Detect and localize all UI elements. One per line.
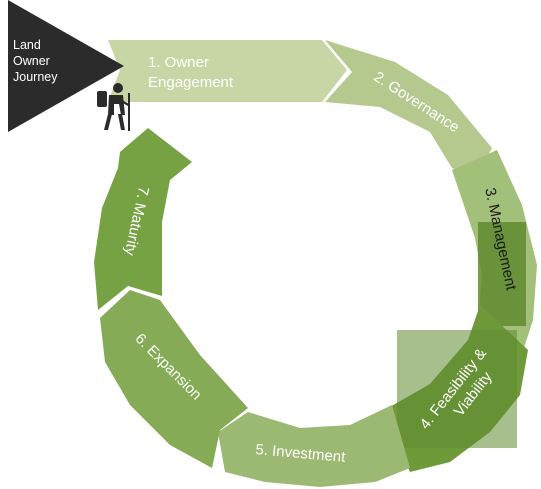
start-marker: Land Owner Journey [8, 0, 124, 132]
step-governance: 2. Governance [325, 40, 492, 178]
step-owner-engagement: 1. Owner Engagement [108, 40, 347, 102]
step-investment-shape [218, 405, 410, 487]
step-maturity: 7. Maturity [94, 128, 192, 310]
start-triangle [8, 0, 124, 132]
step-maturity-shape [94, 128, 192, 310]
step-feasibility-highlight [397, 330, 517, 448]
step-expansion: 6. Expansion [100, 290, 248, 468]
step-investment: 5. Investment [218, 405, 410, 487]
step-management-highlight [478, 222, 526, 326]
start-label: Land Owner Journey [13, 38, 58, 84]
hiker-icon [97, 83, 130, 131]
step-expansion-shape [100, 290, 248, 468]
step-owner-engagement-shape [108, 40, 347, 102]
step-feasibility-viability: 4. Feasibility & Viability [388, 305, 528, 472]
step-governance-shape [325, 40, 492, 178]
step-management: 3. Management [452, 150, 537, 360]
step-owner-engagement-label: 1. Owner Engagement [148, 54, 234, 91]
